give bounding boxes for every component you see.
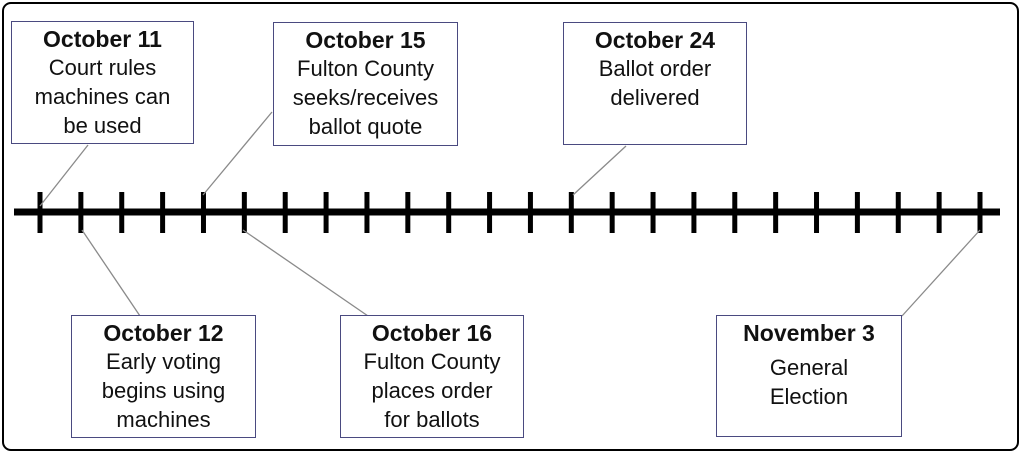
- event-date: November 3: [743, 320, 875, 346]
- event-october-24: October 24 Ballot order delivered: [563, 22, 747, 145]
- event-date: October 16: [371, 320, 493, 346]
- event-description: Fulton County seeks/receives ballot quot…: [292, 56, 439, 139]
- event-description: General Election: [769, 355, 849, 409]
- timeline-ticks: [37, 192, 983, 233]
- event-description: Early voting begins using machines: [101, 349, 226, 432]
- event-date: October 24: [594, 27, 716, 53]
- event-october-11: October 11 Court rules machines can be u…: [11, 21, 194, 144]
- connector-october-15: [202, 111, 273, 196]
- connector-october-12: [81, 229, 141, 317]
- event-date: October 15: [305, 27, 426, 53]
- event-date: October 11: [43, 26, 162, 52]
- connector-october-16: [242, 229, 369, 317]
- event-november-3: November 3 General Election: [716, 315, 902, 437]
- event-description: Fulton County places order for ballots: [363, 349, 501, 432]
- connector-october-24: [572, 145, 627, 196]
- connectors: [39, 111, 981, 317]
- event-description: Ballot order delivered: [598, 56, 712, 110]
- event-description: Court rules machines can be used: [34, 55, 171, 138]
- event-october-12: October 12 Early voting begins using mac…: [71, 315, 256, 438]
- event-october-16: October 16 Fulton County places order fo…: [340, 315, 524, 438]
- connector-october-11: [39, 144, 89, 207]
- connector-november-3: [901, 229, 981, 317]
- event-date: October 12: [103, 320, 224, 346]
- event-october-15: October 15 Fulton County seeks/receives …: [273, 22, 458, 146]
